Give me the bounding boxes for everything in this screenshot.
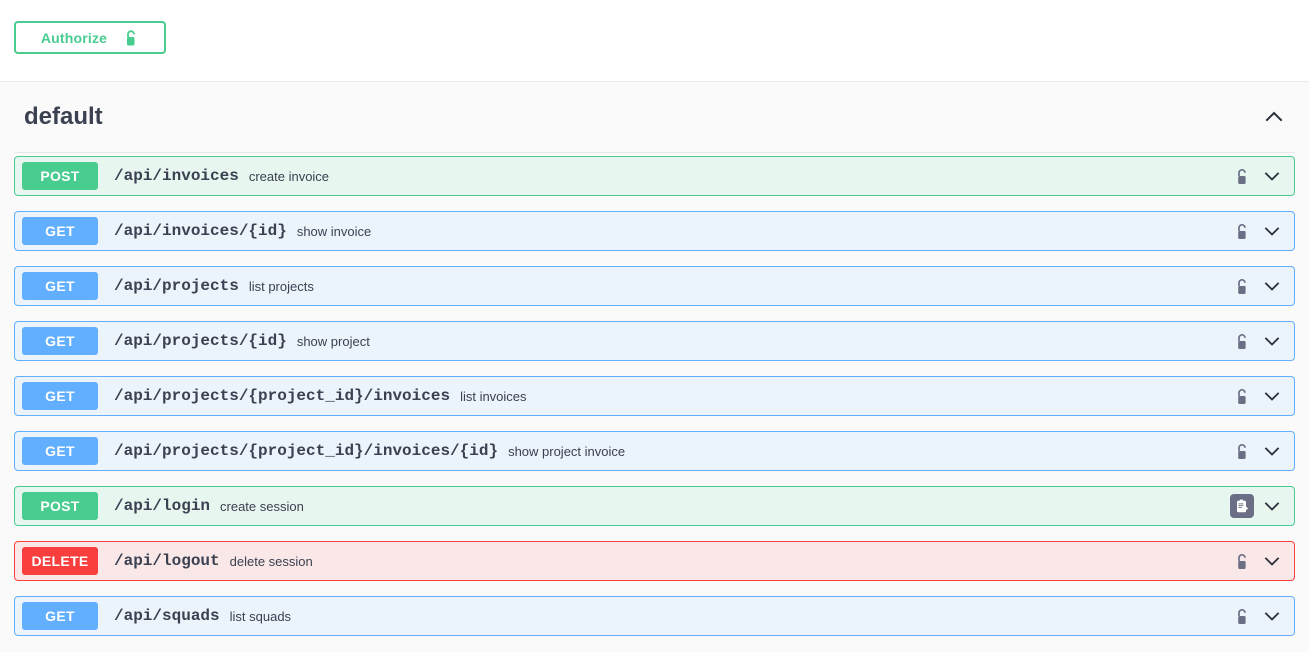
method-badge: POST — [22, 162, 98, 190]
chevron-down-icon[interactable] — [1262, 166, 1294, 186]
operation-description: create invoice — [248, 168, 330, 184]
chevron-down-icon[interactable] — [1262, 496, 1294, 516]
chevron-down-icon[interactable] — [1262, 221, 1294, 241]
lock-icon[interactable] — [1235, 443, 1262, 460]
operation-row[interactable]: GET/api/projects/{project_id}/invoices/{… — [14, 431, 1295, 471]
method-badge: GET — [22, 382, 98, 410]
operation-path: /api/logout — [114, 552, 220, 570]
operation-row[interactable]: POST/api/login create session — [14, 486, 1295, 526]
operation-path: /api/projects/{id} — [114, 332, 287, 350]
operation-path: /api/projects/{project_id}/invoices/{id} — [114, 442, 499, 460]
lock-icon[interactable] — [1235, 388, 1262, 405]
operation-path: /api/login — [114, 497, 211, 515]
chevron-down-icon[interactable] — [1262, 276, 1294, 296]
chevron-up-icon[interactable] — [1263, 106, 1285, 128]
lock-icon[interactable] — [1235, 168, 1262, 185]
method-badge: GET — [22, 327, 98, 355]
lock-icon[interactable] — [1235, 333, 1262, 350]
method-badge: DELETE — [22, 547, 98, 575]
lock-icon[interactable] — [1235, 608, 1262, 625]
operation-row[interactable]: GET/api/squads list squads — [14, 596, 1295, 636]
chevron-down-icon[interactable] — [1262, 606, 1294, 626]
operation-description: list invoices — [460, 388, 527, 404]
chevron-down-icon[interactable] — [1262, 331, 1294, 351]
method-badge: GET — [22, 272, 98, 300]
operation-path: /api/projects — [114, 277, 239, 295]
lock-icon[interactable] — [1235, 223, 1262, 240]
tag-divider — [14, 152, 1295, 153]
operation-path: /api/invoices/{id} — [114, 222, 287, 240]
operation-description: list projects — [248, 278, 314, 294]
operation-row[interactable]: GET/api/projects/{id} show project — [14, 321, 1295, 361]
operation-description: create session — [220, 498, 304, 514]
lock-icon[interactable] — [1235, 553, 1262, 570]
operation-description: show invoice — [296, 223, 372, 239]
method-badge: POST — [22, 492, 98, 520]
authorize-toolbar: Authorize — [0, 0, 1309, 82]
chevron-down-icon[interactable] — [1262, 386, 1294, 406]
operation-row[interactable]: GET/api/projects list projects — [14, 266, 1295, 306]
authorize-button[interactable]: Authorize — [14, 21, 166, 54]
lock-icon[interactable] — [1235, 278, 1262, 295]
operation-row[interactable]: DELETE/api/logout delete session — [14, 541, 1295, 581]
authorize-button-label: Authorize — [40, 29, 108, 46]
clipboard-auth-icon[interactable] — [1230, 494, 1254, 518]
operation-row[interactable]: GET/api/invoices/{id} show invoice — [14, 211, 1295, 251]
operation-description: delete session — [229, 553, 313, 569]
tag-header-default[interactable]: default — [0, 82, 1309, 152]
operation-path: /api/invoices — [114, 167, 239, 185]
operation-description: show project — [296, 333, 370, 349]
operation-description: list squads — [229, 608, 292, 624]
chevron-down-icon[interactable] — [1262, 551, 1294, 571]
operation-row[interactable]: GET/api/projects/{project_id}/invoices li… — [14, 376, 1295, 416]
operation-path: /api/projects/{project_id}/invoices — [114, 387, 451, 405]
operation-description: show project invoice — [508, 443, 626, 459]
page-title: default — [24, 103, 103, 130]
operation-path: /api/squads — [114, 607, 220, 625]
unlock-icon — [123, 29, 139, 47]
method-badge: GET — [22, 437, 98, 465]
chevron-down-icon[interactable] — [1262, 441, 1294, 461]
method-badge: GET — [22, 217, 98, 245]
operation-row[interactable]: POST/api/invoices create invoice — [14, 156, 1295, 196]
method-badge: GET — [22, 602, 98, 630]
